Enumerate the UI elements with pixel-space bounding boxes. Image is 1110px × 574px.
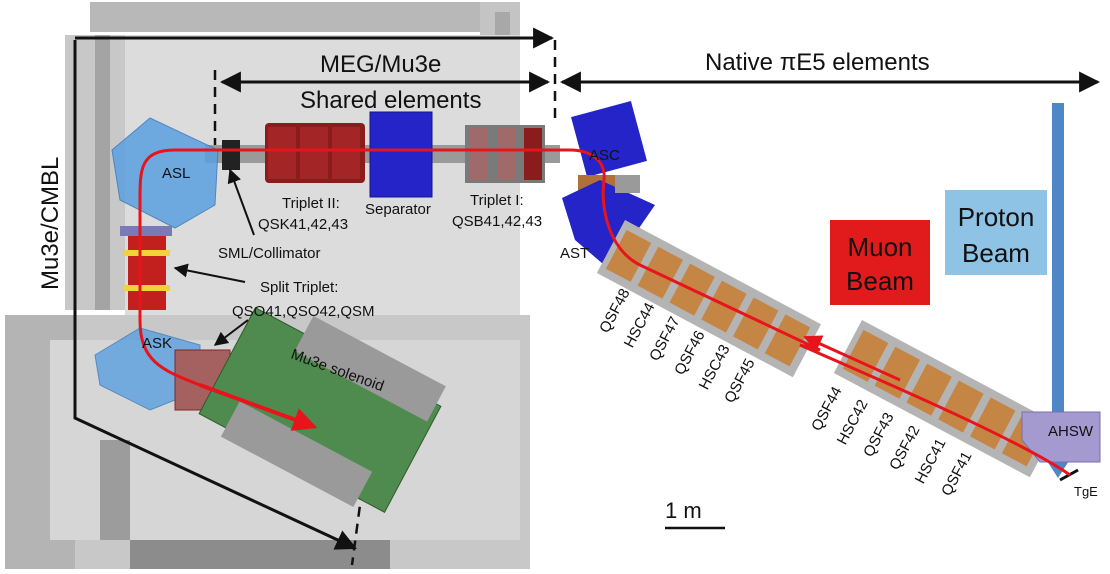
muon-beam-box [830, 220, 930, 305]
scale-bar: 1 m [665, 498, 725, 530]
muon-beam-legend: Muon Beam [830, 220, 930, 305]
muon-beam-line1: Muon [847, 232, 912, 262]
callout-arrows [173, 168, 255, 346]
lower-chain-label-qsf41: QSF41 [938, 449, 975, 499]
label-asc: ASC [589, 147, 620, 164]
label-separator: Separator [365, 201, 431, 218]
dimension-arrows [73, 27, 1101, 550]
label-split-title: Split Triplet: [260, 279, 338, 296]
muon-beam-line2: Beam [846, 266, 914, 296]
upper-chain-label-qsf45: QSF45 [721, 356, 758, 406]
label-triplet2-title: Triplet II: [282, 195, 340, 212]
proton-beam-line1: Proton [958, 202, 1035, 232]
label-ahsw: AHSW [1048, 423, 1094, 440]
label-sml: SML/Collimator [218, 245, 321, 262]
label-ask: ASK [142, 335, 172, 352]
header-meg: MEG/Mu3e [320, 51, 441, 78]
proton-beam-legend: Proton Beam [945, 190, 1047, 275]
label-asl: ASL [162, 165, 190, 182]
label-ast: AST [560, 245, 589, 262]
proton-beam-line2: Beam [962, 238, 1030, 268]
muon-beam-path [138, 148, 1071, 477]
label-tge: TgE [1074, 484, 1098, 499]
label-triplet1-names: QSB41,42,43 [452, 213, 542, 230]
header-shared: Shared elements [300, 87, 481, 114]
scale-label: 1 m [665, 498, 702, 523]
label-split-names: QSO41,QSO42,QSM [232, 303, 375, 320]
proton-beam-box [945, 190, 1047, 275]
header-mu3e-cmbl: Mu3e/CMBL [37, 157, 64, 290]
label-triplet1-title: Triplet I: [470, 192, 524, 209]
mu3e-solenoid-body [198, 307, 446, 513]
label-triplet2-names: QSK41,42,43 [258, 216, 348, 233]
header-native: Native πE5 elements [705, 49, 930, 76]
